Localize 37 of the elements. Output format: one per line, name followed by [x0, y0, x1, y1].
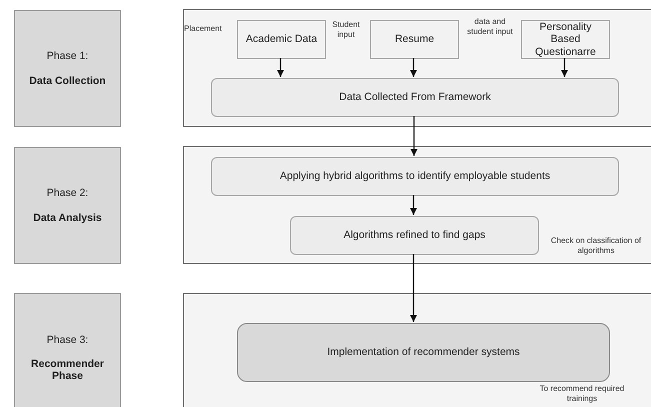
input-box	[237, 20, 326, 59]
annotation-text: To recommend required trainings	[538, 384, 626, 404]
arrow	[410, 116, 418, 156]
node-label: Algorithms refined to find gaps	[342, 229, 486, 242]
arrow	[410, 58, 417, 77]
node-label: Academic Data	[244, 33, 318, 46]
phase-panel	[183, 9, 651, 127]
arrow	[410, 254, 417, 322]
node-label: Data Collected From Framework	[338, 91, 492, 104]
arrow	[561, 58, 568, 77]
input-box	[521, 20, 610, 59]
process-box	[211, 78, 619, 117]
annotation-text: Placement	[184, 24, 223, 34]
node-label: Personality Based Questionarre	[534, 21, 597, 58]
process-box	[211, 157, 619, 196]
phase-panel	[183, 293, 651, 407]
process-box	[237, 323, 610, 382]
phase-panel	[183, 146, 651, 264]
process-box	[290, 216, 539, 255]
annotation-text: data and student input	[466, 17, 514, 37]
phase-title: Data Collection	[28, 74, 107, 87]
node-label: Resume	[394, 33, 436, 46]
phase-number: Phase 2:	[46, 187, 90, 200]
arrow	[277, 58, 284, 77]
node-label: Applying hybrid algorithms to identify employable students	[278, 170, 552, 183]
phase-number: Phase 3:	[46, 334, 90, 346]
phase-number: Phase 1:	[46, 50, 90, 62]
phase-box	[14, 147, 121, 264]
input-box	[370, 20, 459, 59]
phase-title: Data Analysis	[32, 212, 103, 224]
annotation-text: Check on classification of algorithms	[550, 236, 642, 256]
node-label: Implementation of recommender systems	[326, 346, 521, 359]
phase-title: Recommender Phase	[30, 358, 105, 382]
phase-box	[14, 293, 121, 407]
phase-box	[14, 10, 121, 127]
arrow	[410, 195, 417, 215]
annotation-text: Student input	[331, 20, 361, 40]
